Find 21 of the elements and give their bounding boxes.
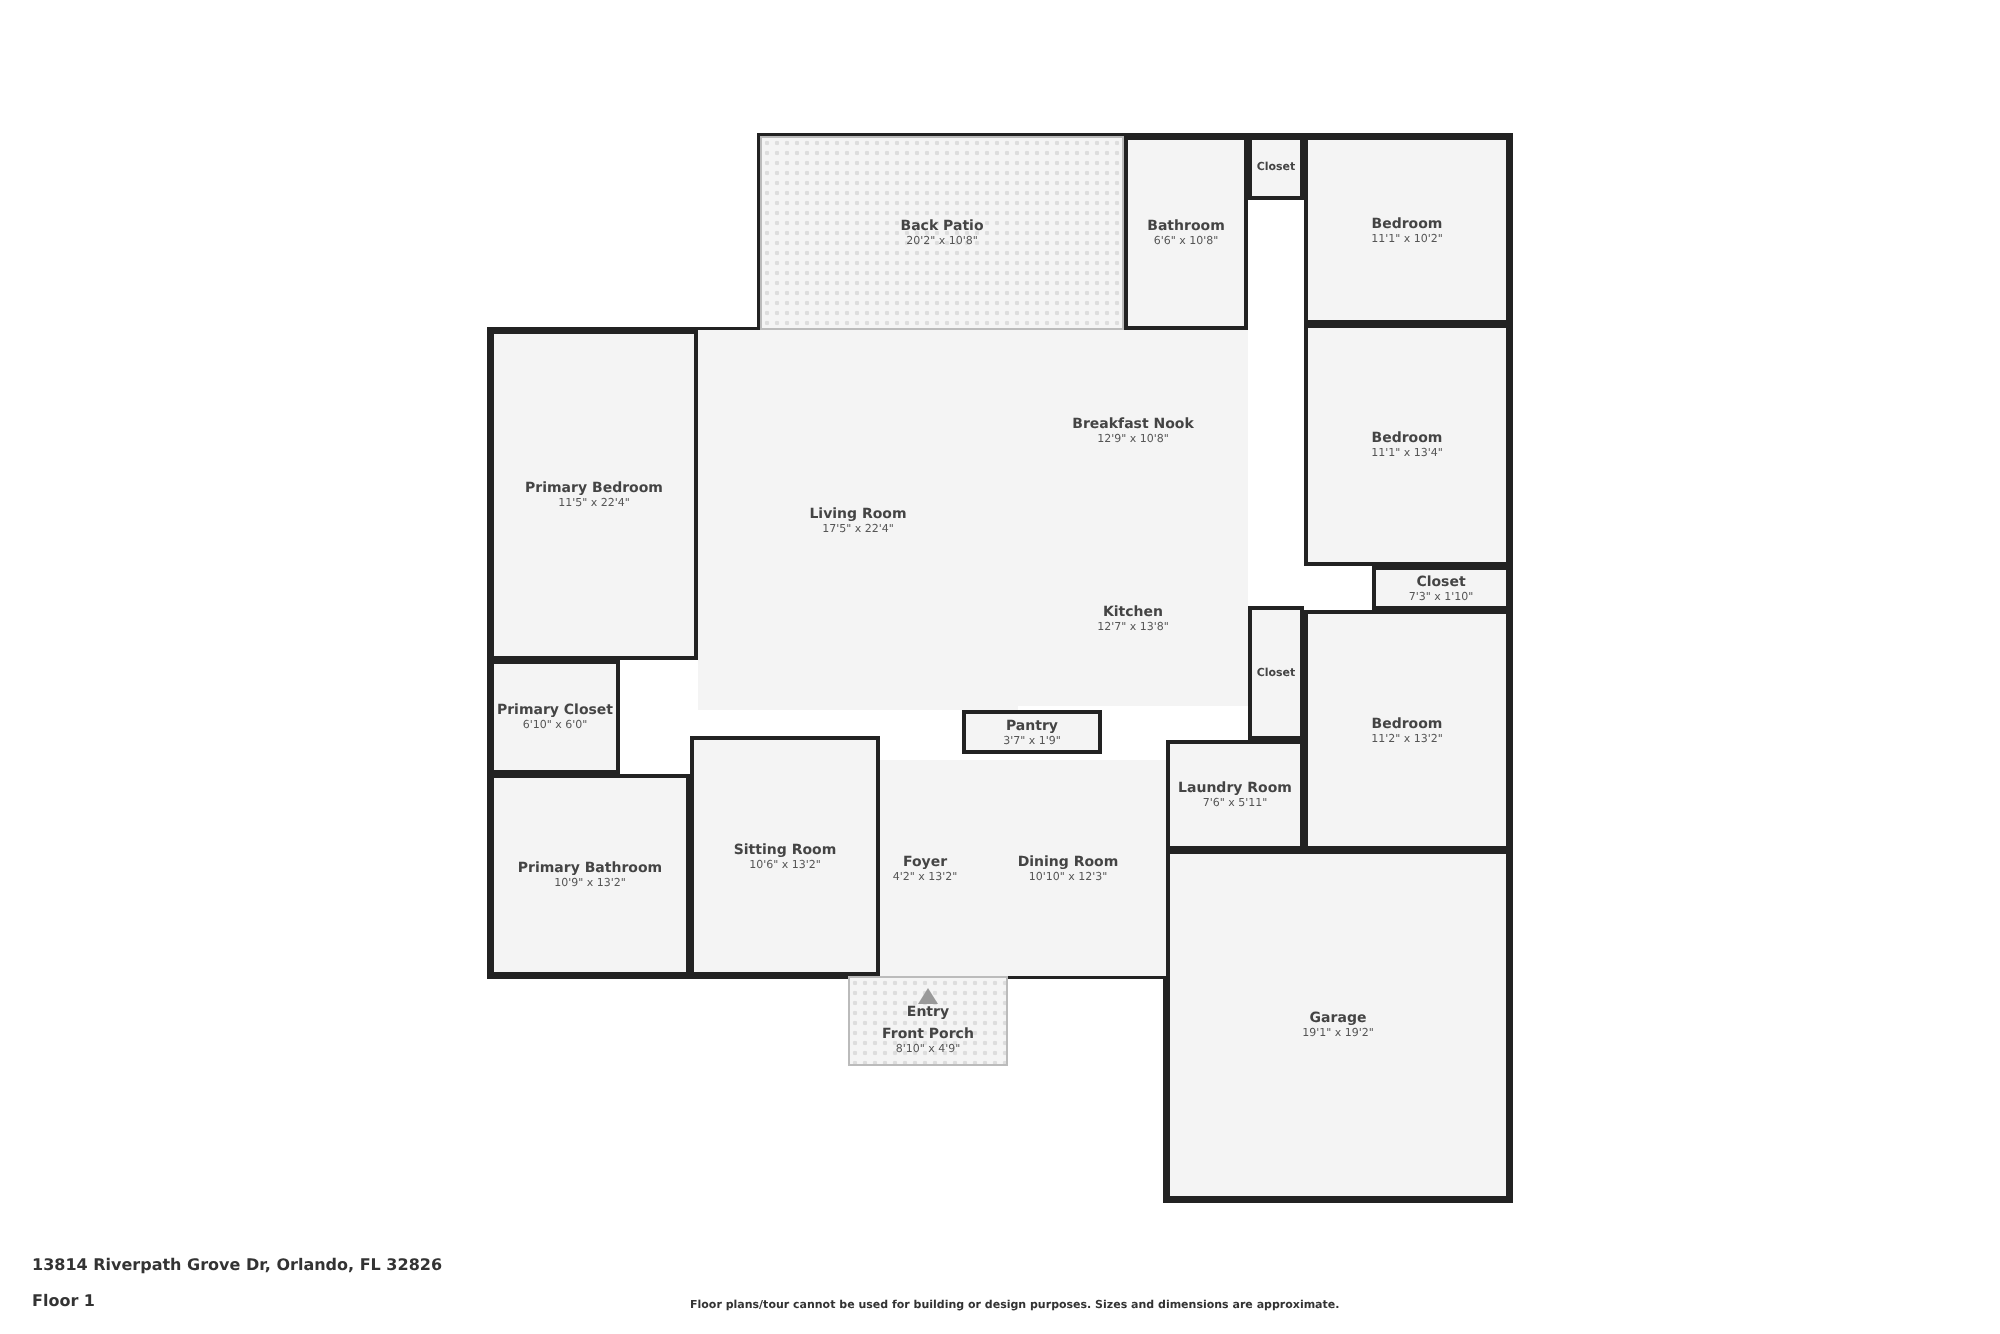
room [490, 330, 698, 660]
room [1304, 136, 1510, 324]
room [1372, 566, 1510, 610]
room [1304, 324, 1510, 566]
room [1166, 740, 1304, 850]
room [490, 660, 620, 774]
room [490, 774, 690, 976]
patio-area [760, 136, 1124, 330]
room [698, 330, 1018, 710]
room [970, 760, 1166, 976]
room [1248, 606, 1304, 740]
room [1166, 850, 1510, 1200]
floor-label: Floor 1 [32, 1292, 95, 1310]
room [1124, 136, 1248, 330]
room [1304, 610, 1510, 850]
patio-area [848, 976, 1008, 1066]
room [690, 736, 880, 976]
room [962, 710, 1102, 754]
room [1248, 136, 1304, 200]
address-text: 13814 Riverpath Grove Dr, Orlando, FL 32826 [32, 1256, 443, 1274]
room [880, 760, 970, 976]
